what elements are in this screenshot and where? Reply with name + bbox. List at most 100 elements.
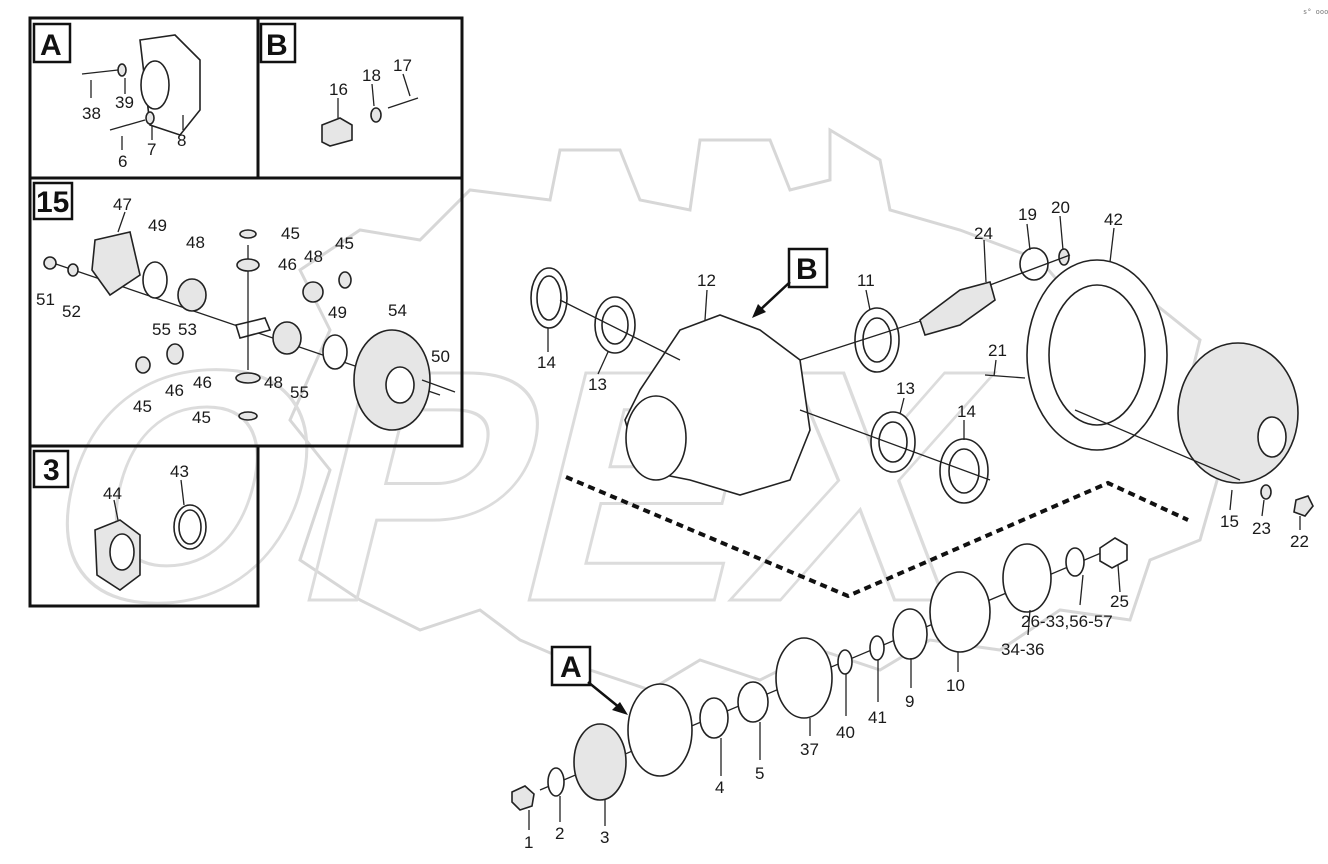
bracket-16 [321,117,353,147]
part-label: 26-33,56-57 [1021,612,1113,631]
nut-51 [43,256,57,270]
part-label: 46 [165,381,184,400]
part-label: 45 [335,234,354,253]
axis-15 [1074,409,1241,481]
nut-22 [1293,495,1314,517]
shims-26-33 [1065,547,1085,577]
part-label: 21 [988,341,1007,360]
pinion-46-bottom [235,372,261,384]
part-label: 2 [555,824,564,843]
washer-23 [1260,484,1272,500]
part-label: 55 [152,320,171,339]
bolt-38 [81,69,119,75]
flange-bore [140,60,170,110]
inset-15-number: 15 [36,186,69,219]
part-label: 13 [588,375,607,394]
leader-25 [1117,564,1121,593]
leader-47 [117,211,126,233]
pinion-46-left [166,343,184,365]
bearing-13-right-inner [878,421,908,463]
axis-left [559,299,681,361]
part-label: 14 [537,353,556,372]
corner-mark: s° ooo [1303,8,1328,16]
inset-3-parts [94,479,207,591]
part-label: 44 [103,484,122,503]
callout-a-tag: A [550,645,628,715]
part-label: 20 [1051,198,1070,217]
part-label: 6 [118,152,127,171]
inset-b-tag: B [259,22,297,64]
callout-b-tag: B [752,247,829,318]
inset-3-frame [28,444,260,608]
part-label: 3 [600,828,609,847]
part-label: 5 [755,764,764,783]
side-gear-48-lower [272,321,302,355]
part-label: 38 [82,104,101,123]
part-label: 54 [388,301,407,320]
axis-24 [989,254,1071,286]
inset-15-parts [43,211,456,431]
part-label: 49 [328,303,347,322]
part-label: 8 [177,131,186,150]
part-label: 24 [974,224,993,243]
watermark-text: OPEX [13,303,1023,671]
callout-a-arrow [587,681,621,709]
part-label: 22 [1290,532,1309,551]
part-label: 48 [264,373,283,392]
spacer-25 [1099,537,1128,569]
leader-11 [865,289,871,311]
axis-11 [799,317,931,361]
leader-34-36 [1027,609,1031,636]
part-label: 42 [1104,210,1123,229]
leader-21 [993,359,997,377]
part-label: 17 [393,56,412,75]
part-label: 51 [36,290,55,309]
bolt-6 [109,119,146,131]
part-label: 11 [857,271,875,290]
part-label: 41 [868,708,887,727]
inset-15-tag: 15 [32,181,74,221]
pinion-shaft-24 [919,281,996,336]
part-label: 34-36 [1001,640,1044,659]
part-label: 40 [836,723,855,742]
washer-45-top [239,229,257,239]
part-label: 52 [62,302,81,321]
part-label: 55 [290,383,309,402]
leader-17 [402,73,411,97]
part-label: 45 [281,224,300,243]
washer-7 [145,111,155,125]
dashed-connector [565,475,1189,599]
leader-23 [1261,499,1265,517]
bearing-13-left-inner [601,305,629,345]
leader-20 [1059,215,1064,251]
part-label: 9 [905,692,914,711]
main-leaders [528,215,1301,830]
leader-13-right [899,397,905,415]
part-label: 4 [715,778,724,797]
flange-plate-shape [139,34,201,136]
inset-b-parts [321,73,419,147]
bolt-50 [421,379,456,393]
seal-5 [737,681,769,723]
flange-44-bore [109,533,135,571]
part-label: 43 [170,462,189,481]
part-label: 14 [957,402,976,421]
leader-18 [371,83,375,107]
leader-15 [1229,489,1233,511]
nut-1 [511,785,535,811]
bearing-11-inner [862,317,892,363]
part-label: 46 [193,373,212,392]
part-label: 48 [304,247,323,266]
seal-43-inner [178,509,202,545]
part-label: 10 [946,676,965,695]
housing-bore [625,395,687,481]
leader-24 [983,239,987,283]
part-label: 13 [896,379,915,398]
bearing-19 [1019,247,1049,281]
spider-53 [234,317,272,339]
callout-a-arrowhead [612,702,628,715]
thrust-washer-49 [142,261,168,299]
callout-b-arrowhead [752,304,766,318]
part-label: 12 [697,271,716,290]
